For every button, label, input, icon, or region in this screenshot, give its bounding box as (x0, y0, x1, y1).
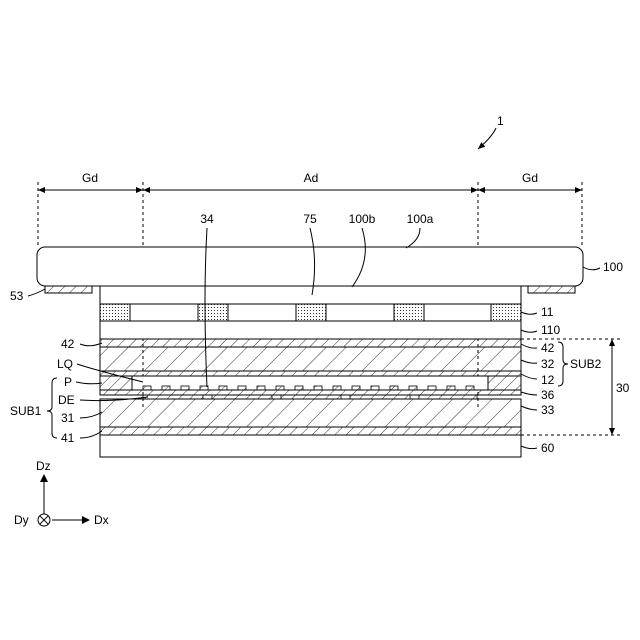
leader-100a (406, 228, 420, 248)
polarizer-42-upper (100, 339, 521, 347)
label-41: 41 (61, 431, 75, 445)
label-53: 53 (10, 289, 24, 303)
label-p: P (64, 375, 72, 389)
label-36: 36 (541, 388, 555, 402)
leader-36 (521, 392, 537, 395)
brace-sub2 (558, 342, 568, 386)
cover-member-100 (37, 247, 583, 286)
leader-p (76, 382, 102, 384)
label-42-right: 42 (541, 341, 555, 355)
axis-dy-label: Dy (14, 513, 29, 527)
layer-110 (100, 321, 521, 339)
leader-53 (28, 289, 45, 296)
leader-42-right (521, 344, 537, 348)
leader-60 (521, 446, 537, 449)
axis-dz-label: Dz (36, 459, 51, 473)
region-ad: Ad (304, 171, 319, 185)
label-31: 31 (61, 411, 75, 425)
label-110: 110 (541, 323, 560, 337)
axis-dx-label: Dx (94, 513, 109, 527)
region-gd-right: Gd (522, 171, 538, 185)
leader-32 (521, 360, 537, 363)
label-lq: LQ (57, 357, 73, 371)
label-sub2: SUB2 (570, 357, 602, 371)
axes-legend (38, 474, 90, 526)
brace-sub1 (47, 378, 57, 438)
device-arrow (478, 128, 496, 149)
region-gd-left: Gd (82, 171, 98, 185)
polarizer-41-lower (100, 427, 521, 435)
label-100: 100 (603, 260, 623, 274)
leader-41 (80, 431, 102, 438)
substrate-32 (100, 347, 521, 371)
label-60: 60 (541, 441, 555, 455)
leader-33 (521, 406, 537, 410)
label-75: 75 (303, 212, 317, 226)
label-34: 34 (200, 212, 214, 226)
label-33: 33 (541, 403, 555, 417)
leader-31 (80, 412, 102, 418)
leader-110 (521, 330, 537, 332)
substrate-31 (100, 399, 521, 427)
leader-12 (521, 374, 537, 379)
label-32: 32 (541, 357, 555, 371)
leader-42-left (80, 343, 102, 346)
label-sub1: SUB1 (10, 404, 42, 418)
leader-11 (521, 312, 537, 314)
label-42-left: 42 (61, 337, 75, 351)
device-label: 1 (497, 114, 504, 128)
label-100b: 100b (349, 212, 376, 226)
leader-100 (583, 267, 600, 270)
sealant-p-right (488, 376, 521, 390)
layer-12 (100, 371, 521, 376)
layer-36 (100, 390, 521, 395)
detection-electrodes-de (143, 395, 477, 399)
label-30: 30 (616, 381, 630, 395)
adhesive-53-left (45, 286, 92, 293)
layer-75 (100, 286, 521, 304)
label-100a: 100a (407, 212, 434, 226)
label-12: 12 (541, 373, 555, 387)
adhesive-53-right (528, 286, 575, 293)
illumination-60 (100, 435, 521, 457)
label-de: DE (58, 393, 75, 407)
label-11: 11 (541, 305, 554, 319)
